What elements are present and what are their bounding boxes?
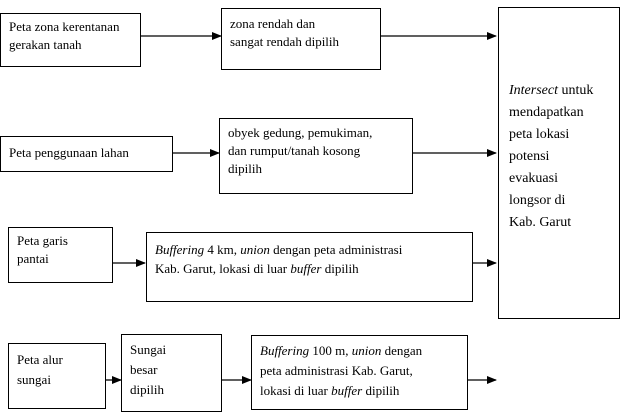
node-obyek-gedung-dipilih: obyek gedung, pemukiman, dan rumput/tana… bbox=[219, 118, 413, 194]
node-text: gerakan tanah bbox=[9, 37, 82, 52]
node-text: lokasi di luar buffer dipilih bbox=[260, 381, 459, 401]
node-text: Peta alur bbox=[17, 352, 63, 367]
node-text-part: dipilih bbox=[321, 261, 359, 276]
node-text: besar bbox=[130, 362, 158, 377]
node-peta-garis-pantai: Peta garis pantai bbox=[8, 227, 113, 283]
term-buffer: buffer bbox=[290, 261, 322, 276]
node-text: sangat rendah dipilih bbox=[230, 34, 340, 49]
node-text-part: 4 km, bbox=[204, 242, 241, 257]
node-text: peta administrasi Kab. Garut, bbox=[260, 363, 413, 378]
term-buffering: Buffering bbox=[155, 242, 205, 257]
node-text: dan rumput/tanah kosong bbox=[228, 143, 361, 158]
node-text: sungai bbox=[17, 372, 51, 387]
node-text: zona rendah dan bbox=[230, 16, 316, 31]
node-buffering-4km: Buffering 4 km, union dengan peta admini… bbox=[146, 232, 473, 302]
node-text: Kab. Garut, lokasi di luar buffer dipili… bbox=[155, 259, 464, 278]
node-text: Sungai bbox=[130, 342, 167, 357]
node-sungai-besar-dipilih: Sungai besar dipilih bbox=[121, 334, 222, 412]
node-text-part: Kab. Garut, lokasi di luar bbox=[155, 261, 291, 276]
term-intersect: Intersect bbox=[509, 83, 558, 98]
node-text-part: 100 m, bbox=[309, 343, 352, 358]
node-text: Peta zona kerentanan bbox=[9, 19, 120, 34]
node-text: evakuasi bbox=[509, 171, 558, 186]
node-text: Buffering 100 m, union dengan bbox=[260, 341, 459, 361]
term-buffer: buffer bbox=[331, 383, 363, 398]
term-union: union bbox=[240, 242, 270, 257]
node-text: potensi bbox=[509, 149, 550, 164]
node-peta-penggunaan-lahan: Peta penggunaan lahan bbox=[0, 136, 173, 172]
term-buffering: Buffering bbox=[260, 343, 310, 358]
node-text: Peta penggunaan lahan bbox=[9, 145, 129, 160]
node-text: longsor di bbox=[509, 193, 566, 208]
node-text: pantai bbox=[17, 251, 49, 266]
node-text: Buffering 4 km, union dengan peta admini… bbox=[155, 240, 464, 259]
node-buffering-100m: Buffering 100 m, union dengan peta admin… bbox=[251, 335, 468, 410]
term-union: union bbox=[351, 343, 382, 358]
node-text-part: untuk bbox=[557, 83, 594, 98]
node-text: obyek gedung, pemukiman, bbox=[228, 125, 373, 140]
node-intersect-result: Intersect untuk mendapatkan peta lokasi … bbox=[498, 7, 620, 319]
node-peta-alur-sungai: Peta alur sungai bbox=[8, 343, 106, 409]
node-text-part: dengan bbox=[381, 343, 423, 358]
node-text-part: lokasi di luar bbox=[260, 383, 332, 398]
node-text: dipilih bbox=[130, 382, 164, 397]
node-text: peta lokasi bbox=[509, 127, 570, 142]
node-text: Intersect untuk bbox=[509, 80, 613, 102]
node-text-part: dengan peta administrasi bbox=[269, 242, 403, 257]
node-text-part: dipilih bbox=[362, 383, 400, 398]
node-text: dipilih bbox=[228, 161, 262, 176]
node-peta-zona-kerentanan: Peta zona kerentanan gerakan tanah bbox=[0, 13, 141, 67]
node-text: mendapatkan bbox=[509, 105, 584, 120]
node-text: Peta garis bbox=[17, 233, 68, 248]
node-zona-rendah-dipilih: zona rendah dan sangat rendah dipilih bbox=[221, 8, 381, 70]
node-text: Kab. Garut bbox=[509, 215, 572, 230]
